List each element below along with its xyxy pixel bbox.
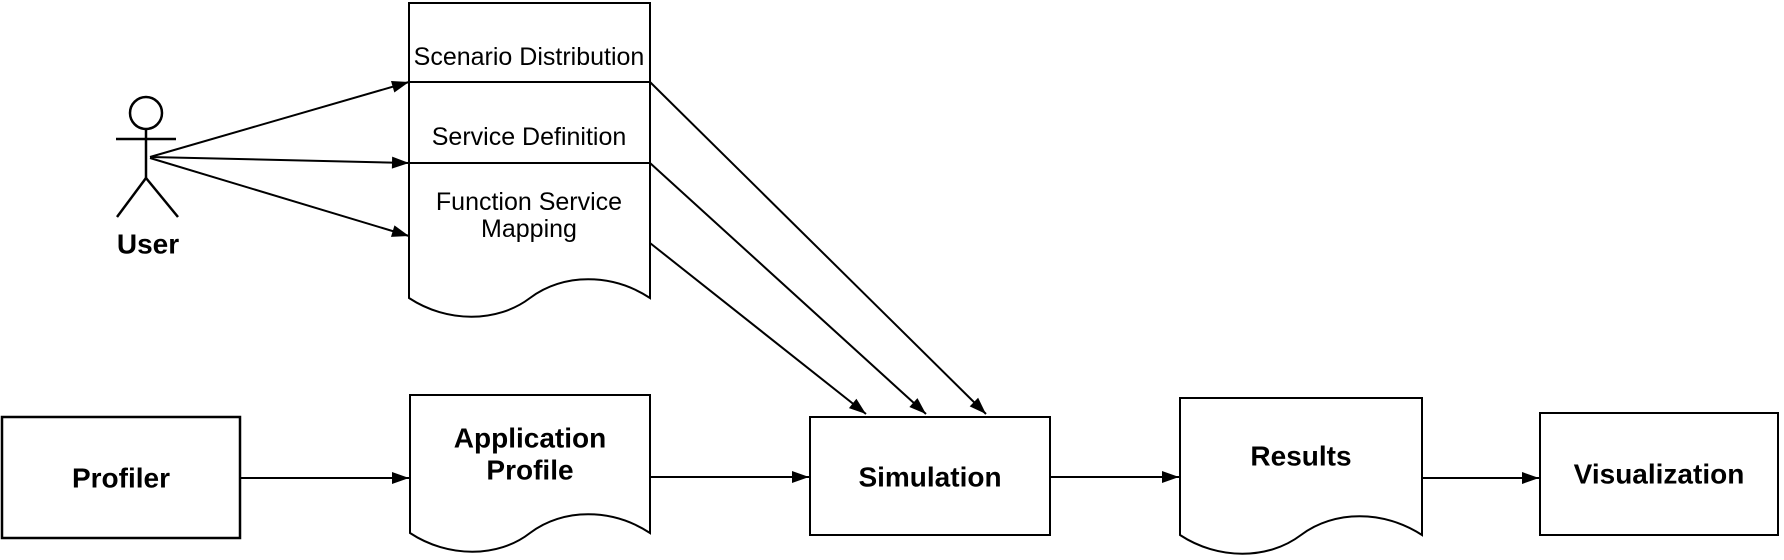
application-profile-document-shape bbox=[409, 394, 651, 553]
arrow-scenario-distribution-to-simulation bbox=[649, 81, 987, 415]
visualization-box bbox=[1539, 412, 1779, 536]
arrow-service-definition-to-simulation bbox=[649, 162, 927, 415]
profiler-label: Profiler bbox=[72, 463, 170, 494]
simulation-label: Simulation bbox=[858, 462, 1001, 493]
arrow-user-to-function-service-mapping bbox=[149, 157, 410, 237]
user-leg-right bbox=[145, 177, 179, 218]
results-document-shape bbox=[1179, 397, 1423, 555]
section-label-function-service-mapping-line1: Function Service bbox=[436, 188, 622, 216]
user-label: User bbox=[117, 229, 179, 260]
section-label-function-service-mapping-line2: Mapping bbox=[481, 215, 577, 243]
results-label: Results bbox=[1250, 441, 1351, 472]
application-profile-label-line2: Profile bbox=[486, 455, 573, 486]
section-label-scenario-distribution: Scenario Distribution bbox=[414, 43, 645, 71]
application-profile-label-line1: Application bbox=[454, 423, 606, 454]
profiler-box bbox=[0, 415, 242, 540]
arrow-user-to-service-definition bbox=[149, 156, 410, 169]
section-label-service-definition: Service Definition bbox=[432, 123, 627, 151]
user-actor-icon bbox=[115, 95, 179, 218]
user-leg-left bbox=[115, 177, 148, 218]
visualization-label: Visualization bbox=[1574, 459, 1745, 490]
simulation-box bbox=[809, 416, 1051, 536]
user-head bbox=[128, 95, 164, 131]
arrow-function-service-mapping-to-simulation bbox=[649, 242, 867, 415]
arrow-user-to-scenario-distribution bbox=[149, 80, 410, 158]
